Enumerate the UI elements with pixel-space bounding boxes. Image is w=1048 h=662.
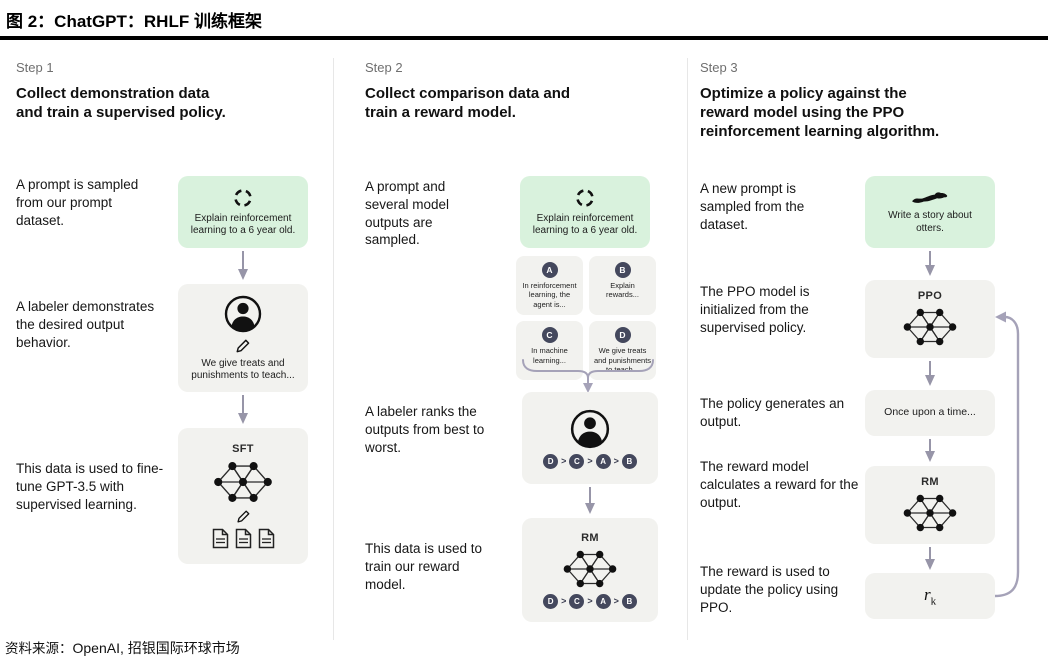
- step2-prompt-text: Explain reinforcement learning to a 6 ye…: [532, 212, 638, 237]
- ppo-label: PPO: [917, 290, 943, 302]
- network-icon: [900, 492, 960, 534]
- down-arrow-icon: [925, 361, 935, 386]
- rank-badge: D: [543, 453, 559, 469]
- ranking-row: D > C > A > B: [543, 453, 637, 469]
- person-icon: [223, 294, 263, 334]
- step3-caption-ppo: The PPO model is initialized from the su…: [700, 284, 810, 335]
- step2-heading: Collect comparison data and train a rewa…: [365, 85, 571, 122]
- rank-separator: >: [587, 596, 593, 606]
- step3-prompt-text: Write a story about otters.: [888, 210, 972, 234]
- rank-separator: >: [587, 456, 593, 466]
- source-note: 资料来源：OpenAI, 招银国际环球市场: [5, 637, 240, 658]
- down-arrow-icon: [925, 439, 935, 462]
- step1-label: Step 1: [16, 60, 54, 75]
- ranking-row: D > C > A > B: [543, 593, 637, 609]
- step3-caption-output: The policy generates an output.: [700, 396, 845, 429]
- loop-arrow-icon: [994, 311, 1020, 598]
- step2-prompt-box: Explain reinforcement learning to a 6 ye…: [520, 176, 650, 248]
- down-arrow-icon: [925, 251, 935, 276]
- down-arrow-icon: [585, 487, 595, 514]
- rank-badge: D: [543, 593, 559, 609]
- rank-separator: >: [613, 456, 619, 466]
- badge-a: A: [541, 262, 558, 278]
- step2-rm-box: RM D > C > A: [522, 518, 658, 622]
- otter-icon: [911, 189, 949, 206]
- step3-caption-reward: The reward model calculates a reward for…: [700, 459, 859, 510]
- network-icon: [559, 548, 621, 590]
- step2-label: Step 2: [365, 60, 403, 75]
- source-prefix: 资料来源：: [5, 641, 73, 656]
- step2-caption-train: This data is used to train our reward mo…: [365, 541, 483, 592]
- badge-b: B: [614, 262, 631, 278]
- rank-badge: C: [569, 453, 585, 469]
- network-icon: [900, 306, 960, 348]
- down-arrow-icon: [238, 395, 248, 424]
- title-divider: [0, 36, 1048, 40]
- output-cell-a: A In reinforcement learning, the agent i…: [516, 256, 583, 316]
- pencil-icon: [235, 338, 251, 354]
- column-divider: [687, 58, 688, 640]
- step3-label: Step 3: [700, 60, 738, 75]
- output-text-c: In machine learning...: [531, 346, 568, 365]
- badge-d: D: [614, 327, 631, 344]
- rank-badge: B: [621, 593, 637, 609]
- network-icon: [210, 459, 276, 505]
- output-text-d: We give treats and punishments to teach.…: [593, 346, 652, 374]
- column-divider: [333, 58, 334, 640]
- step3-heading: Optimize a policy against the reward mod…: [700, 85, 940, 141]
- step2-labeler-box: D > C > A > B: [522, 392, 658, 484]
- rank-badge: A: [595, 593, 611, 609]
- down-arrow-icon: [238, 251, 248, 280]
- step1-sft-box: SFT: [178, 428, 308, 564]
- person-icon: [569, 408, 611, 450]
- step3-reward-box: rk: [865, 573, 995, 619]
- brace-arrow-icon: [522, 359, 654, 393]
- reward-scalar-label: rk: [923, 584, 937, 608]
- step1-prompt-box: Explain reinforcement learning to a 6 ye…: [178, 176, 308, 248]
- step3-caption-prompt: A new prompt is sampled from the dataset…: [700, 181, 805, 232]
- step3-caption-update: The reward is used to update the policy …: [700, 564, 839, 615]
- output-text-b: Explain rewards...: [606, 281, 639, 300]
- rm-label: RM: [921, 476, 939, 488]
- output-cell-b: B Explain rewards...: [589, 256, 656, 316]
- source-body: OpenAI, 招银国际环球市场: [72, 640, 240, 656]
- step1-prompt-text: Explain reinforcement learning to a 6 ye…: [190, 212, 296, 237]
- step2-caption-sampled: A prompt and several model outputs are s…: [365, 179, 450, 248]
- step3-ppo-box: PPO: [865, 280, 995, 358]
- step1-caption-prompt: A prompt is sampled from our prompt data…: [16, 177, 139, 228]
- openai-logo-icon: [232, 187, 254, 209]
- step1-caption-labeler: A labeler demonstrates the desired outpu…: [16, 299, 155, 350]
- step3-output-box: Once upon a time...: [865, 390, 995, 436]
- pencil-icon: [236, 509, 251, 524]
- step1-heading: Collect demonstration data and train a s…: [16, 85, 226, 122]
- rank-separator: >: [613, 596, 619, 606]
- rank-badge: B: [621, 453, 637, 469]
- step1-labeler-box: We give treats and punishments to teach.…: [178, 284, 308, 392]
- down-arrow-icon: [925, 547, 935, 570]
- step3-output-text: Once upon a time...: [884, 406, 976, 419]
- step3-rm-box: RM: [865, 466, 995, 544]
- step2-caption-ranks: A labeler ranks the outputs from best to…: [365, 404, 485, 455]
- rank-separator: >: [561, 456, 567, 466]
- rank-badge: C: [569, 593, 585, 609]
- step1-caption-finetune: This data is used to fine-tune GPT-3.5 w…: [16, 461, 164, 512]
- step1-labeler-text: We give treats and punishments to teach.…: [191, 357, 295, 382]
- openai-logo-icon: [574, 187, 596, 209]
- rank-badge: A: [595, 453, 611, 469]
- rm-label: RM: [581, 531, 599, 544]
- documents-icon: [211, 528, 276, 549]
- rank-separator: >: [561, 596, 567, 606]
- figure-title: 图 2：ChatGPT：RHLF 训练框架: [6, 12, 262, 31]
- output-text-a: In reinforcement learning, the agent is.…: [522, 281, 577, 309]
- sft-label: SFT: [232, 443, 254, 455]
- badge-c: C: [541, 327, 558, 344]
- step3-prompt-box: Write a story about otters.: [865, 176, 995, 248]
